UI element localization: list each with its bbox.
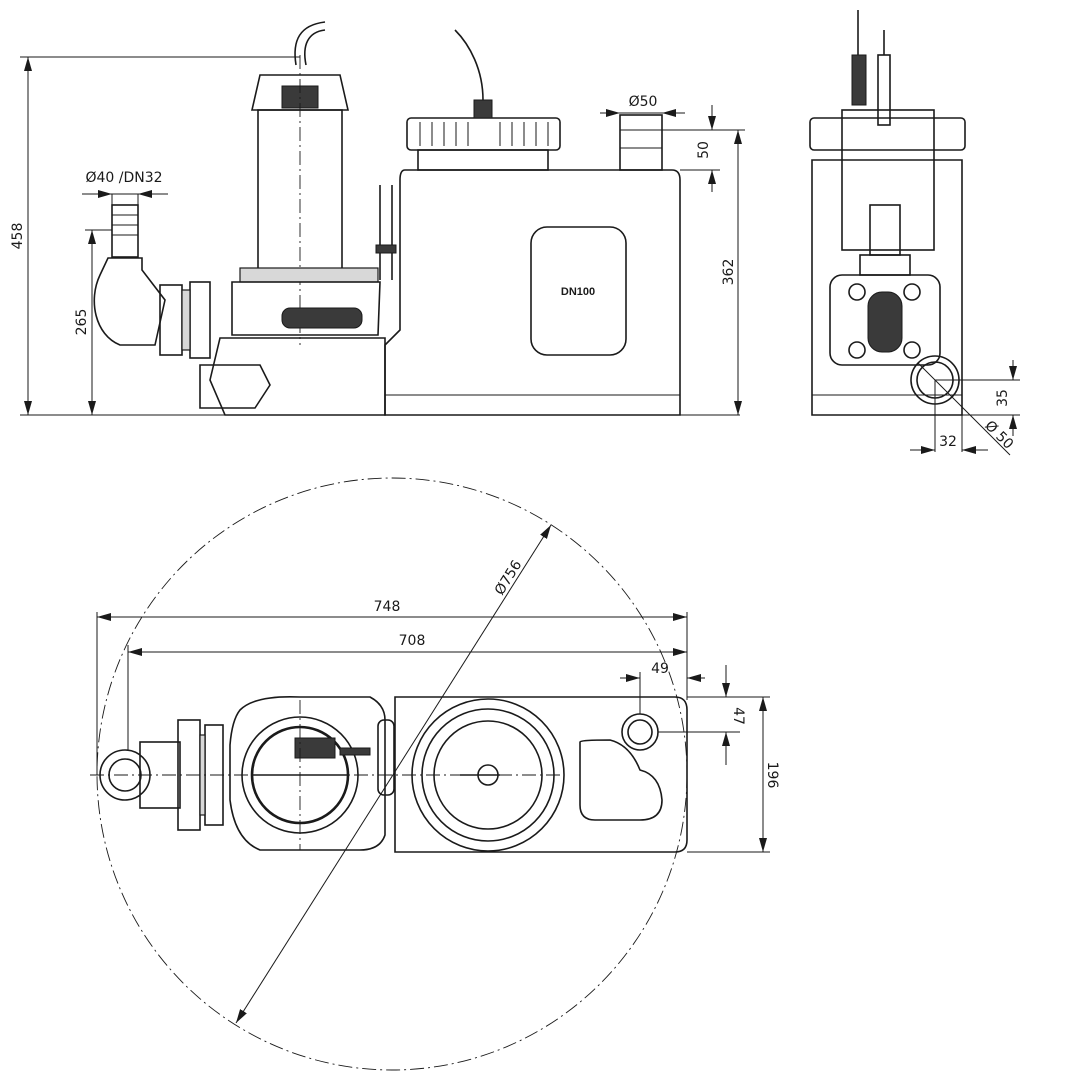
- float-cable-gland: [473, 99, 493, 119]
- dim-tank-length: 708: [399, 633, 426, 649]
- top-cable: [339, 747, 371, 756]
- bolt-icon: [848, 341, 866, 359]
- float-cable: [454, 29, 484, 101]
- collection-tank: [384, 169, 681, 416]
- top-vent-hose: [377, 719, 395, 796]
- dim-swing-diameter: Ø756: [492, 558, 526, 599]
- outlet-elbow: [93, 257, 166, 346]
- lid-collar: [417, 149, 549, 171]
- dim-outlet-diameter: Ø40 /DN32: [85, 170, 162, 186]
- top-dimension-lines: [96, 524, 770, 1024]
- outlet-flange-inner: [189, 281, 211, 359]
- vent-pipe: [619, 114, 663, 171]
- side-outlet-spigot: [869, 204, 901, 256]
- front-view: DN100 458: [10, 21, 745, 416]
- top-cable-gland: [294, 737, 336, 759]
- dim-inlet-offset: 32: [939, 434, 957, 450]
- motor-flange: [239, 267, 379, 283]
- dim-overall-height: 458: [10, 223, 26, 250]
- pump-cable: [294, 21, 326, 66]
- dim-outlet-height: 265: [74, 309, 90, 336]
- side-pump-body: [841, 109, 935, 251]
- vent-hose: [379, 185, 393, 280]
- outlet-flange-outer: [159, 284, 183, 356]
- swing-circle: [96, 477, 688, 1071]
- bolt-icon: [903, 341, 921, 359]
- side-float-tube: [877, 54, 891, 126]
- side-view: 35 32 Ø 50: [809, 10, 1020, 456]
- dimension-lines: [20, 56, 745, 416]
- base-foot: [199, 364, 271, 409]
- spigot-ribs: [112, 214, 138, 236]
- outlet-spigot: [111, 204, 139, 258]
- top-view: 748 708 49 47 196 Ø756: [90, 477, 780, 1071]
- pump-motor-cap: [250, 74, 350, 111]
- top-inlet-recess: [579, 739, 663, 821]
- dim-vent-offset-y: 47: [730, 707, 746, 725]
- side-outlet-nut: [859, 254, 911, 276]
- flange-gasket: [181, 289, 191, 351]
- pump-housing-window: [281, 307, 363, 329]
- lid-grip-ribs: [419, 122, 549, 146]
- top-vent-bore: [627, 719, 653, 745]
- dim-width: 196: [764, 762, 780, 789]
- side-lid: [809, 117, 966, 151]
- side-dimension-lines: [910, 360, 1020, 456]
- inlet-panel: [530, 226, 627, 356]
- pump-base: [209, 337, 386, 416]
- side-pump-flange: [829, 274, 941, 366]
- dim-inlet-diameter: Ø 50: [981, 418, 1016, 453]
- dim-vent-height: 50: [696, 141, 712, 159]
- inlet-label: DN100: [561, 286, 595, 298]
- pump-housing: [231, 281, 381, 336]
- side-cable-gland: [851, 54, 867, 106]
- bolt-icon: [903, 283, 921, 301]
- dim-vent-diameter: Ø50: [629, 94, 658, 110]
- side-flange-centre: [867, 291, 903, 353]
- hose-clamp: [375, 244, 397, 254]
- dim-inlet-height: 35: [995, 389, 1011, 407]
- dim-vent-offset-x: 49: [651, 661, 669, 677]
- dim-overall-length: 748: [374, 599, 401, 615]
- pump-cable-outer: [304, 29, 326, 66]
- bolt-icon: [848, 283, 866, 301]
- top-tank: [394, 696, 688, 853]
- dim-tank-height: 362: [721, 259, 737, 286]
- tank-lid: [406, 117, 561, 151]
